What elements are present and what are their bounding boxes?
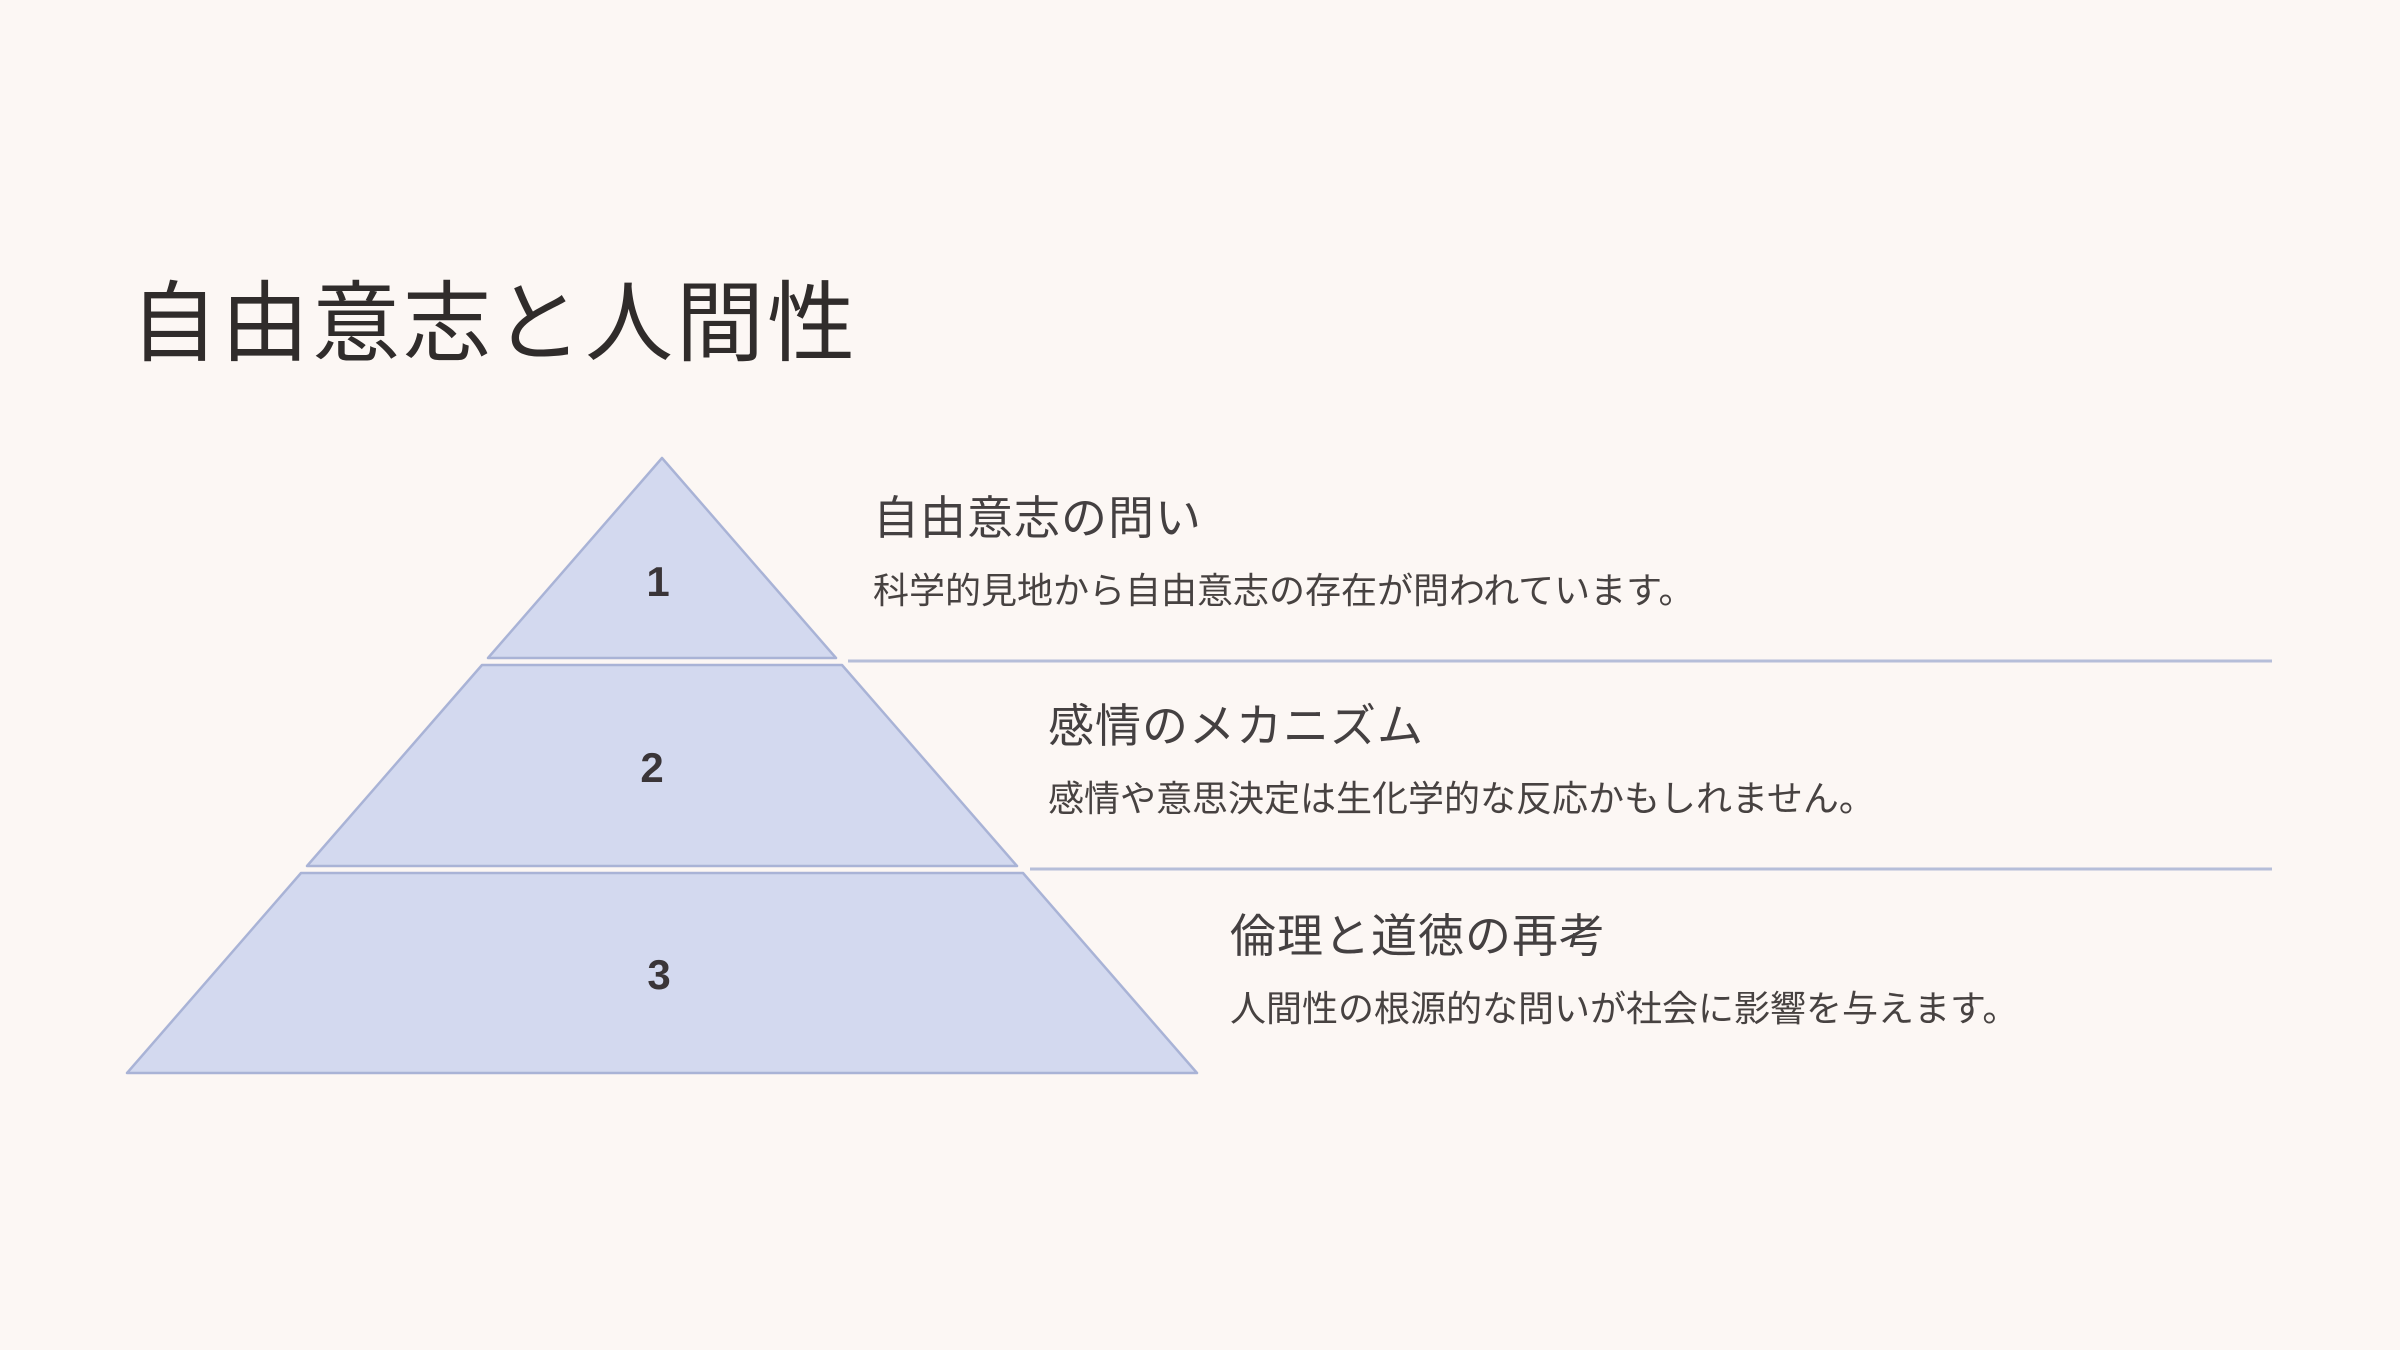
section-heading-1: 自由意志の問い <box>873 492 1202 544</box>
pyramid-tier-3-trapezoid <box>125 871 1199 1075</box>
section-body-2: 感情や意思決定は生化学的な反応かもしれません。 <box>1048 778 1875 819</box>
section-emotion-mechanism: 感情のメカニズム 感情や意思決定は生化学的な反応かもしれません。 <box>1048 703 1875 817</box>
slide-title: 自由意志と人間性 <box>130 274 859 373</box>
section-heading-2: 感情のメカニズム <box>1048 700 1424 752</box>
tier-number-2: 2 <box>640 744 664 791</box>
section-body-1: 科学的見地から自由意志の存在が問われています。 <box>873 570 1695 611</box>
section-heading-3: 倫理と道徳の再考 <box>1230 910 1606 962</box>
pyramid-tier-2-trapezoid <box>305 663 1019 868</box>
section-body-3: 人間性の根源的な問いが社会に影響を与えます。 <box>1230 988 2019 1029</box>
pyramid-tier-1-triangle <box>486 456 838 660</box>
tier-number-3: 3 <box>647 951 671 998</box>
section-ethics-morality: 倫理と道徳の再考 人間性の根源的な問いが社会に影響を与えます。 <box>1230 913 2018 1027</box>
tier-number-1: 1 <box>646 558 670 605</box>
section-free-will: 自由意志の問い 科学的見地から自由意志の存在が問われています。 <box>873 495 1695 609</box>
